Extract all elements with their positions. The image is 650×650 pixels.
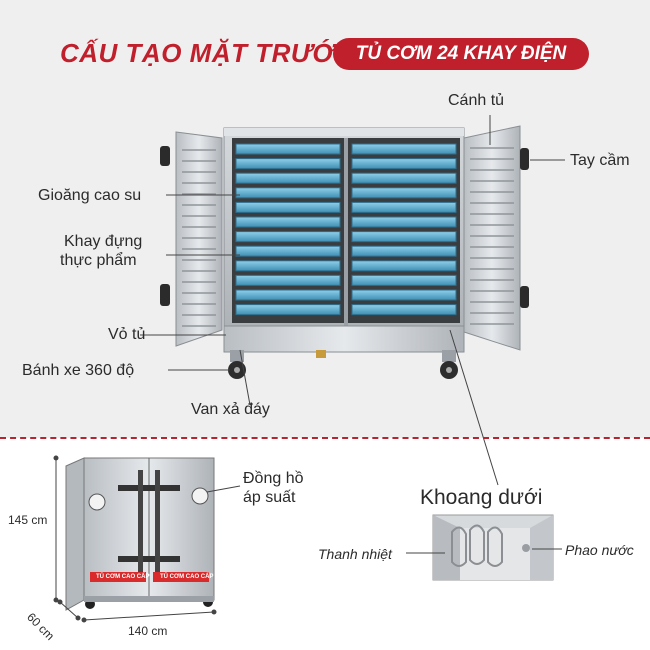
label-wheel: Bánh xe 360 độ: [22, 362, 135, 379]
tray: [351, 260, 457, 272]
tray: [351, 172, 457, 184]
tray: [351, 231, 457, 243]
tray: [351, 158, 457, 170]
tray: [235, 304, 341, 316]
sticker-left: TỦ CƠM CAO CẤP: [96, 574, 150, 580]
gauge-callout: [206, 485, 241, 493]
dimension-height: 145 cm: [8, 513, 48, 527]
right-door: [463, 125, 529, 351]
tray: [235, 201, 341, 213]
tray: [351, 143, 457, 155]
dimension-lines: [53, 455, 217, 623]
label-heater: Thanh nhiệt: [318, 546, 392, 562]
tray: [235, 158, 341, 170]
tray: [235, 216, 341, 228]
label-valve: Van xả đáy: [191, 401, 270, 418]
title-part1: CẤU TẠO MẶT TRƯỚC: [60, 38, 354, 68]
tray: [351, 274, 457, 286]
tray: [235, 289, 341, 301]
dashed-divider: [0, 437, 650, 439]
label-door: Cánh tủ: [448, 92, 505, 109]
tray: [351, 187, 457, 199]
tray: [351, 216, 457, 228]
tray: [235, 245, 341, 257]
small-cabinet: [65, 457, 215, 611]
tray-stack: [235, 143, 457, 316]
label-gasket: Gioăng cao su: [38, 187, 142, 204]
tray: [351, 245, 457, 257]
label-tray-line2: thực phẩm: [60, 252, 137, 269]
left-door: [160, 131, 223, 347]
tray: [235, 231, 341, 243]
tray: [235, 260, 341, 272]
tray: [351, 201, 457, 213]
label-bottom-chamber: Khoang dưới: [420, 486, 543, 509]
tray: [235, 274, 341, 286]
tray: [351, 304, 457, 316]
label-tray-line1: Khay đựng: [64, 233, 143, 250]
wheels: [228, 350, 458, 379]
label-body: Vỏ tủ: [108, 326, 146, 343]
title-part2-badge: TỦ CƠM 24 KHAY ĐIỆN: [333, 38, 589, 70]
dimension-width: 140 cm: [128, 624, 168, 638]
callout-lines: [140, 115, 565, 486]
sticker-right: TỦ CƠM CAO CẤP: [160, 574, 214, 580]
bottom-chamber-photo: [432, 514, 554, 581]
tray: [351, 289, 457, 301]
chamber-callouts: [406, 548, 562, 554]
tray: [235, 143, 341, 155]
tray: [235, 187, 341, 199]
label-float: Phao nước: [565, 542, 634, 558]
tray: [235, 172, 341, 184]
label-gauge-line2: áp suất: [243, 489, 296, 506]
label-gauge-line1: Đồng hồ: [243, 470, 304, 487]
label-handle: Tay cầm: [570, 152, 630, 169]
